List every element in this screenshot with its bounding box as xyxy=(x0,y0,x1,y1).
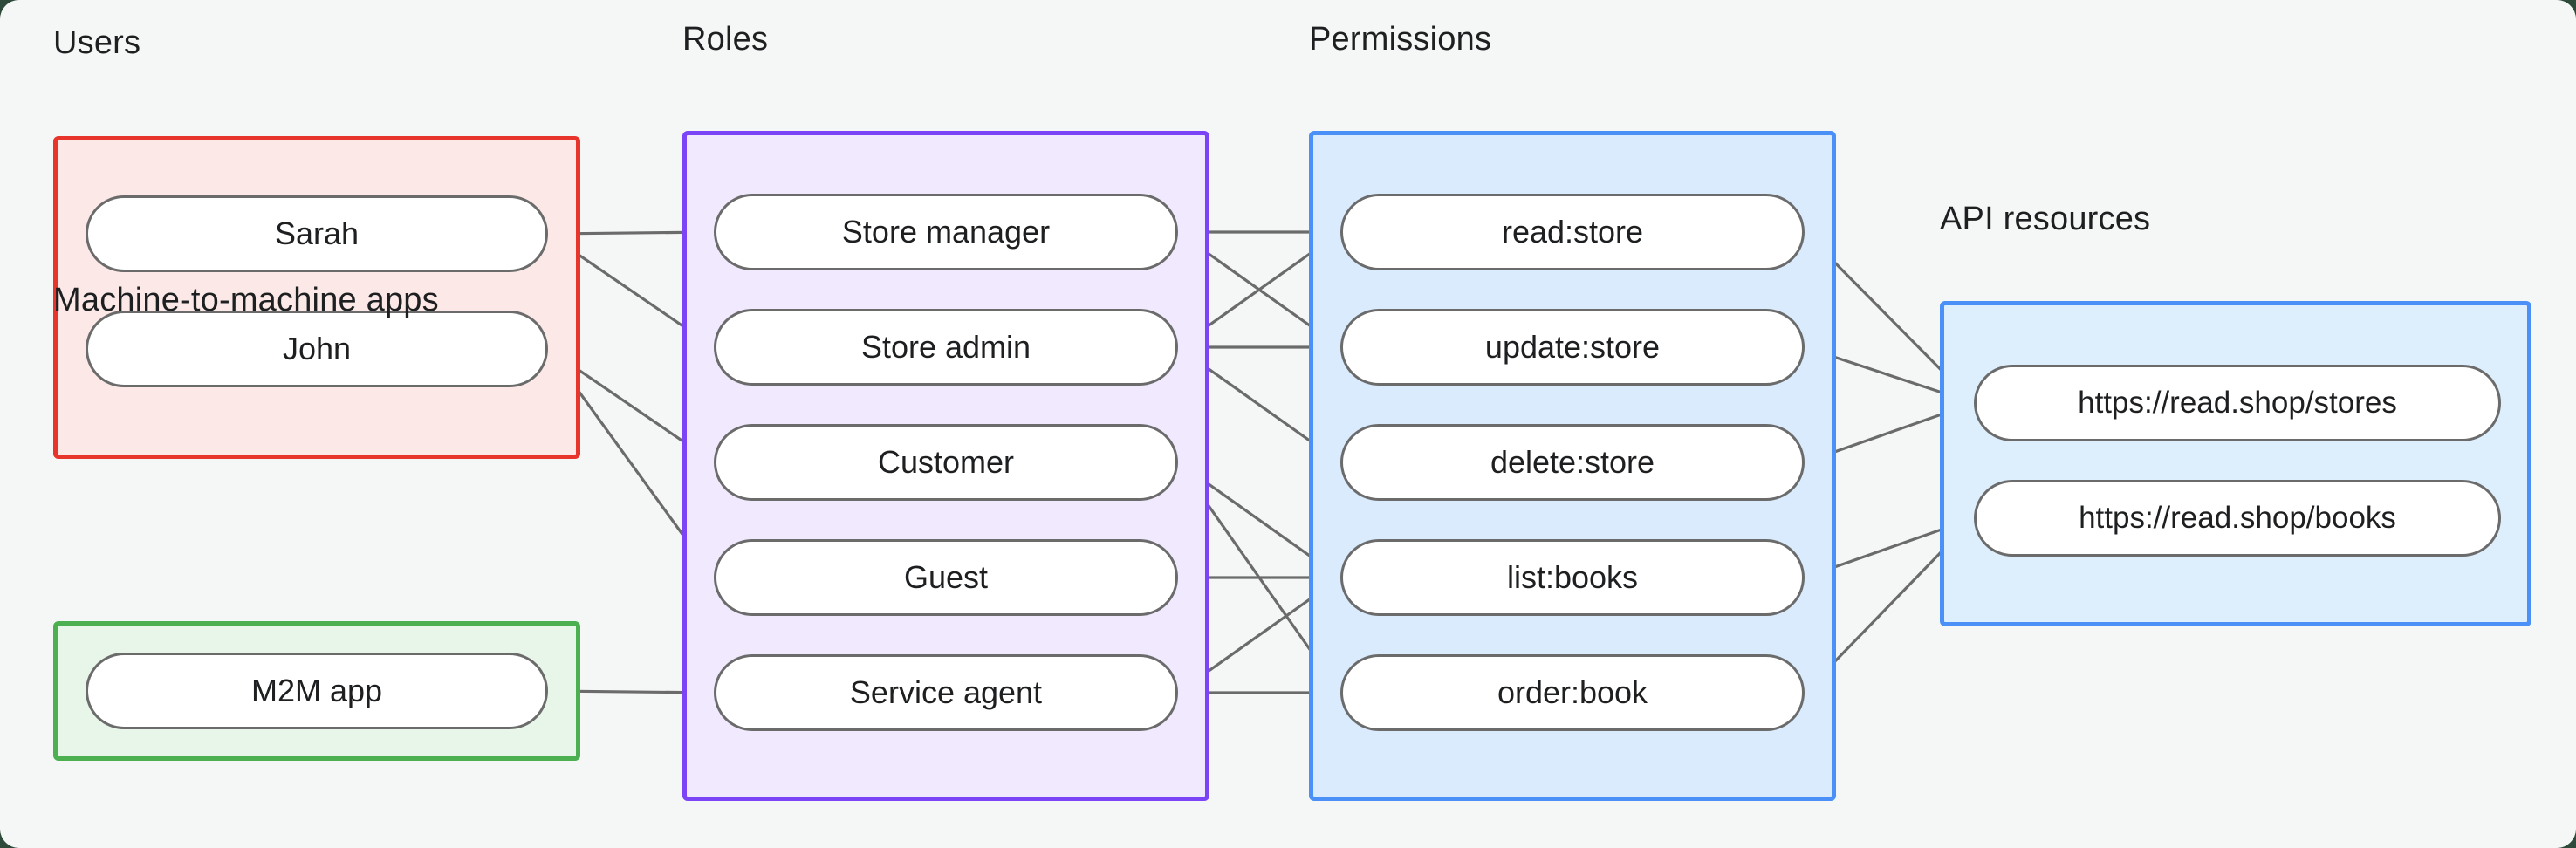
group-label-roles: Roles xyxy=(682,21,769,58)
group-label-users: Users xyxy=(53,24,141,61)
node-list-books[interactable]: list:books xyxy=(1340,539,1805,616)
node-john[interactable]: John xyxy=(86,311,548,387)
node-update-store[interactable]: update:store xyxy=(1340,309,1805,386)
group-box-users xyxy=(53,136,580,459)
node-customer[interactable]: Customer xyxy=(714,424,1178,501)
node-m2m-app[interactable]: M2M app xyxy=(86,653,548,729)
group-box-api-resources xyxy=(1940,301,2531,626)
group-label-permissions: Permissions xyxy=(1309,21,1492,58)
node-resource-stores[interactable]: https://read.shop/stores xyxy=(1974,365,2501,441)
node-guest[interactable]: Guest xyxy=(714,539,1178,616)
node-store-manager[interactable]: Store manager xyxy=(714,194,1178,270)
node-service-agent[interactable]: Service agent xyxy=(714,654,1178,731)
group-label-m2m: Machine-to-machine apps xyxy=(53,282,439,318)
node-order-book[interactable]: order:book xyxy=(1340,654,1805,731)
node-resource-books[interactable]: https://read.shop/books xyxy=(1974,480,2501,557)
node-delete-store[interactable]: delete:store xyxy=(1340,424,1805,501)
node-read-store[interactable]: read:store xyxy=(1340,194,1805,270)
node-sarah[interactable]: Sarah xyxy=(86,195,548,272)
group-label-api-resources: API resources xyxy=(1940,201,2151,237)
node-store-admin[interactable]: Store admin xyxy=(714,309,1178,386)
